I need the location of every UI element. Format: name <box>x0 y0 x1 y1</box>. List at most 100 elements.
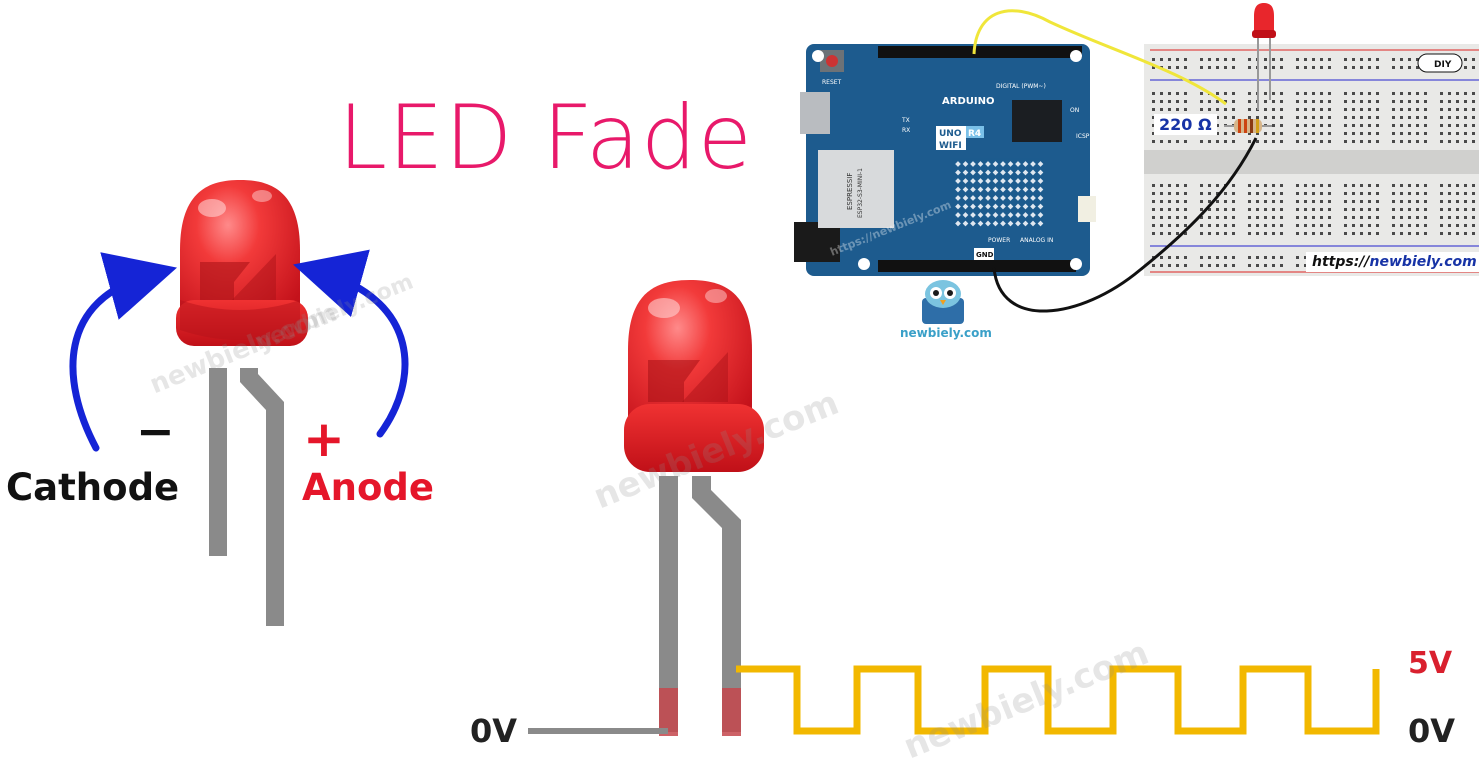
breadboard-hole <box>1448 216 1451 219</box>
breadboard-hole <box>1376 108 1379 111</box>
breadboard-hole <box>1320 232 1323 235</box>
breadboard-hole <box>1352 140 1355 143</box>
breadboard-hole <box>1304 132 1307 135</box>
breadboard-hole <box>1416 58 1419 61</box>
breadboard-hole <box>1160 200 1163 203</box>
svg-text:ANALOG IN: ANALOG IN <box>1020 237 1053 244</box>
breadboard-hole <box>1344 100 1347 103</box>
breadboard-hole <box>1352 208 1355 211</box>
breadboard-hole <box>1312 100 1315 103</box>
breadboard-hole <box>1248 108 1251 111</box>
breadboard-hole <box>1360 216 1363 219</box>
breadboard-hole <box>1304 58 1307 61</box>
breadboard-hole <box>1184 184 1187 187</box>
svg-text:R4: R4 <box>968 129 981 139</box>
breadboard-hole <box>1416 140 1419 143</box>
breadboard-hole <box>1176 140 1179 143</box>
matrix-led <box>1030 161 1036 167</box>
breadboard-hole <box>1304 184 1307 187</box>
matrix-led <box>1030 220 1036 227</box>
breadboard-hole <box>1224 216 1227 219</box>
breadboard-hole <box>1464 232 1467 235</box>
breadboard-hole <box>1152 66 1155 69</box>
breadboard-hole <box>1352 192 1355 195</box>
breadboard-hole <box>1368 192 1371 195</box>
breadboard-hole <box>1280 108 1283 111</box>
svg-text:ON: ON <box>1070 107 1079 114</box>
breadboard-hole <box>1224 232 1227 235</box>
breadboard-hole <box>1424 184 1427 187</box>
matrix-led <box>1022 169 1029 176</box>
breadboard-hole <box>1408 58 1411 61</box>
breadboard-hole <box>1360 232 1363 235</box>
breadboard-hole <box>1312 216 1315 219</box>
breadboard-hole <box>1160 256 1163 259</box>
power-jack <box>794 222 840 262</box>
breadboard-hole <box>1416 132 1419 135</box>
breadboard-hole <box>1280 232 1283 235</box>
breadboard-hole <box>1304 124 1307 127</box>
breadboard-hole <box>1472 116 1475 119</box>
breadboard-hole <box>1256 256 1259 259</box>
breadboard-hole <box>1304 216 1307 219</box>
matrix-led <box>1037 203 1044 210</box>
breadboard-hole <box>1272 124 1275 127</box>
breadboard-hole <box>1416 192 1419 195</box>
breadboard-hole <box>1160 100 1163 103</box>
svg-text:RESET: RESET <box>822 79 842 86</box>
matrix-led <box>1015 212 1021 218</box>
breadboard-hole <box>1296 66 1299 69</box>
breadboard-hole <box>1440 124 1443 127</box>
ground-voltage-label: 0V <box>470 712 518 750</box>
breadboard-hole <box>1200 264 1203 267</box>
breadboard-hole <box>1152 108 1155 111</box>
breadboard-hole <box>1440 116 1443 119</box>
breadboard-hole <box>1160 140 1163 143</box>
breadboard-hole <box>1232 208 1235 211</box>
breadboard-hole <box>1224 116 1227 119</box>
breadboard-hole <box>1264 192 1267 195</box>
matrix-led <box>962 186 969 193</box>
breadboard-hole <box>1328 140 1331 143</box>
breadboard-hole <box>1328 192 1331 195</box>
breadboard-hole <box>1376 116 1379 119</box>
breadboard-hole <box>1328 224 1331 227</box>
breadboard-hole <box>1472 132 1475 135</box>
breadboard-hole <box>1280 92 1283 95</box>
breadboard-hole <box>1232 140 1235 143</box>
breadboard-hole <box>1152 58 1155 61</box>
breadboard-hole <box>1176 66 1179 69</box>
breadboard-hole <box>1320 200 1323 203</box>
breadboard-hole <box>1320 92 1323 95</box>
breadboard-hole <box>1184 224 1187 227</box>
led-matrix <box>955 161 1044 227</box>
breadboard-hole <box>1304 200 1307 203</box>
breadboard-hole <box>1168 66 1171 69</box>
breadboard-hole <box>1424 216 1427 219</box>
matrix-led <box>977 169 984 176</box>
breadboard-hole <box>1224 200 1227 203</box>
breadboard-hole <box>1440 216 1443 219</box>
breadboard-hole <box>1152 216 1155 219</box>
low-voltage-label: 0V <box>1408 712 1456 750</box>
breadboard-hole <box>1376 92 1379 95</box>
breadboard-hole <box>1296 108 1299 111</box>
breadboard-hole <box>1248 132 1251 135</box>
breadboard-hole <box>1456 132 1459 135</box>
breadboard-hole <box>1216 66 1219 69</box>
breadboard-hole <box>1184 208 1187 211</box>
breadboard-hole <box>1248 192 1251 195</box>
breadboard-hole <box>1368 224 1371 227</box>
breadboard-hole <box>1400 58 1403 61</box>
matrix-led <box>992 161 999 167</box>
breadboard-hole <box>1216 132 1219 135</box>
breadboard-hole <box>1352 124 1355 127</box>
breadboard-hole <box>1376 216 1379 219</box>
matrix-led <box>977 220 984 227</box>
breadboard-hole <box>1296 100 1299 103</box>
breadboard-hole <box>1408 184 1411 187</box>
breadboard-hole <box>1216 200 1219 203</box>
breadboard-hole <box>1440 100 1443 103</box>
breadboard-hole <box>1168 100 1171 103</box>
